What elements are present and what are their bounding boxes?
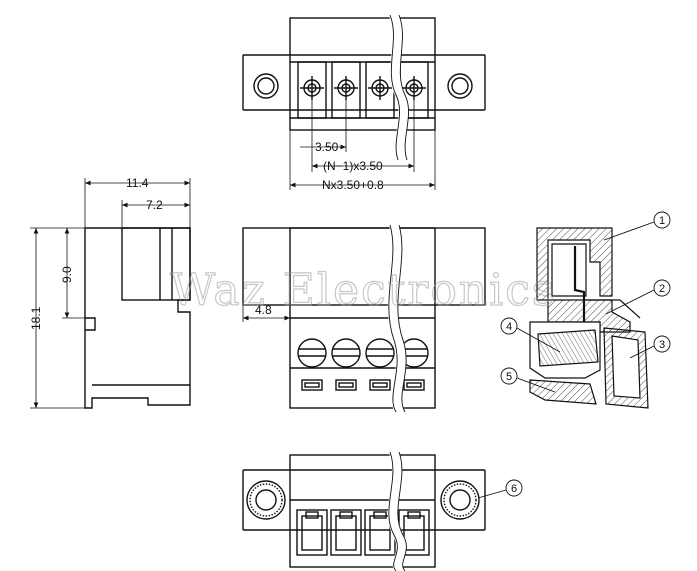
bottom-body <box>289 454 436 568</box>
bottom-mount-right <box>440 480 480 520</box>
callout-2: 2 <box>659 283 665 295</box>
bottom-flange <box>242 469 486 531</box>
front-view <box>242 223 486 415</box>
callout-4: 4 <box>506 321 512 333</box>
top-body <box>289 17 436 131</box>
dim-pitch: 3.50 <box>315 140 339 154</box>
section-callouts <box>500 211 671 393</box>
bottom-mount-left <box>246 480 286 520</box>
side-view <box>30 178 191 409</box>
top-flange <box>242 54 486 111</box>
section-housing <box>536 227 613 301</box>
bottom-view <box>242 450 523 571</box>
bottom-wire-openings <box>296 509 430 556</box>
dim-overall: Nx3.50+0.8 <box>322 178 384 192</box>
top-view <box>242 13 486 190</box>
top-mount-hole-right <box>447 73 473 99</box>
dim-overall-height: 18.1 <box>29 306 43 330</box>
callout-5: 5 <box>506 371 512 383</box>
dim-offset: 4.8 <box>255 303 272 317</box>
callout-3: 3 <box>659 339 665 351</box>
callout-1: 1 <box>659 215 665 227</box>
dim-width: 11.4 <box>126 176 149 190</box>
section-screw <box>537 329 599 367</box>
dim-inner-width: 7.2 <box>146 198 163 212</box>
watermark: Waz Electronics <box>170 265 557 316</box>
dim-height: 9.0 <box>60 266 74 283</box>
front-screw-heads <box>297 338 429 368</box>
dim-span: (N−1)x3.50 <box>323 159 383 173</box>
top-mount-hole-left <box>253 73 279 99</box>
side-outline <box>84 227 191 409</box>
section-view <box>529 227 649 409</box>
callout-6: 6 <box>511 483 517 495</box>
front-wire-entries <box>301 379 425 391</box>
section-bottom-cage <box>529 379 597 405</box>
